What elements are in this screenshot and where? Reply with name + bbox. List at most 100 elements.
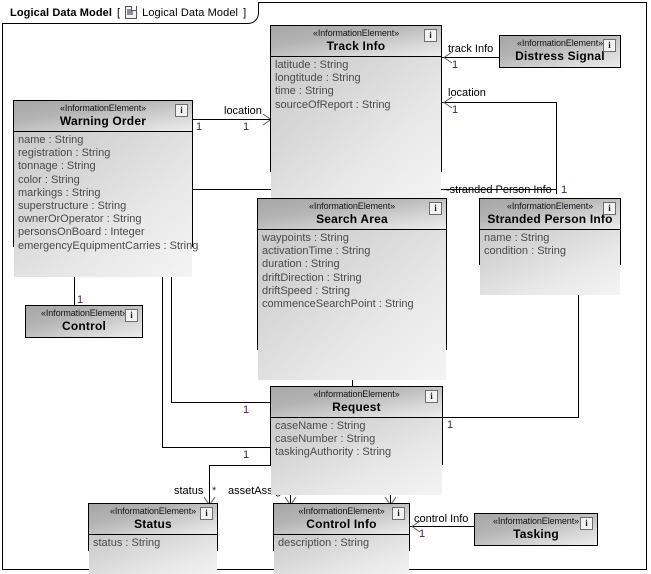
class-control-header: «InformationElement» Control i (26, 306, 142, 337)
class-status-header: «InformationElement» Status i (89, 504, 217, 535)
attribute-row: name : String (484, 232, 550, 244)
attribute-row: ownerOrOperator : String (18, 213, 142, 226)
attribute-row: duration : String (262, 258, 340, 271)
edge-objects-horiz (162, 447, 270, 448)
mult-warning-order-ctrl-tgt: 1 (77, 294, 84, 306)
class-track-info-header: «InformationElement» Track Info i (271, 26, 441, 57)
mult-request-right-one: 1 (447, 419, 454, 431)
edge-control-info-tasking (410, 526, 474, 527)
attribute-row: emergencyEquipmentCarries : String (18, 239, 199, 252)
class-warning-order[interactable]: «InformationElement» Warning Order i nam… (13, 100, 198, 277)
class-track-info-attributes: latitude : String longtitude : String ti… (271, 57, 441, 202)
class-control-info-attributes: description : String (274, 535, 409, 574)
class-track-info-name: Track Info (326, 39, 386, 53)
class-search-area-attributes: waypoints : String activationTime : Stri… (258, 230, 446, 380)
class-control-stereotype: «InformationElement» (40, 308, 128, 318)
info-icon[interactable]: i (125, 309, 138, 322)
mult-warning-order-location-src: 1 (196, 121, 203, 133)
attribute-row: driftSpeed : String (262, 284, 351, 297)
info-icon[interactable]: i (580, 517, 593, 530)
attribute-row: activationTime : String (262, 245, 371, 258)
class-distress-signal-header: «InformationElement» Distress Signal i (500, 36, 620, 67)
class-tasking[interactable]: «InformationElement» Tasking i (474, 513, 598, 546)
attribute-row: condition : String (484, 245, 566, 258)
class-status-attributes: status : String (89, 535, 217, 574)
class-request[interactable]: «InformationElement» Request i caseName … (270, 386, 443, 495)
info-icon[interactable]: i (424, 29, 437, 42)
mult-request-left-one: 1 (243, 404, 250, 416)
label-track-info: track Info (448, 43, 494, 55)
attribute-row: latitude : String (275, 59, 349, 71)
class-request-attributes: caseName : String caseNumber : String ta… (271, 418, 442, 495)
info-icon[interactable]: i (429, 202, 442, 215)
class-search-area[interactable]: «InformationElement» Search Area i waypo… (257, 198, 447, 380)
bracket-open: [ (117, 6, 121, 19)
class-search-area-stereotype: «InformationElement» (308, 201, 396, 211)
class-control-info[interactable]: «InformationElement» Control Info i desc… (273, 503, 410, 574)
edge-person-vert (578, 265, 579, 417)
class-control[interactable]: «InformationElement» Control i (25, 305, 143, 338)
attribute-row: taskingAuthority : String (275, 446, 392, 459)
attribute-row: tonnage : String (18, 160, 96, 173)
class-request-header: «InformationElement» Request i (271, 387, 442, 418)
class-control-info-stereotype: «InformationElement» (298, 506, 385, 516)
edge-status-down (209, 465, 210, 507)
attribute-row: commenceSearchPoint : String (262, 298, 414, 311)
arrow-open-control-info-right (411, 520, 421, 533)
info-icon[interactable]: i (200, 507, 213, 520)
label-location-stranded: location (448, 87, 486, 99)
attribute-row: personsOnBoard : Integer (18, 226, 145, 239)
class-stranded-person-info-attributes: name : String condition : String (480, 230, 620, 295)
attribute-row: sourceOfReport : String (275, 98, 391, 111)
class-control-info-header: «InformationElement» Control Info i (274, 504, 409, 535)
mult-warning-order-location-tgt: 1 (243, 121, 250, 133)
info-icon[interactable]: i (425, 390, 438, 403)
attribute-row: color : String (18, 173, 80, 186)
attribute-row: superstructure : String (18, 200, 127, 213)
class-tasking-stereotype: «InformationElement» (492, 516, 580, 526)
diagram-frame-tab: Logical Data Model [ Logical Data Model … (2, 2, 260, 24)
mult-track-info-tgt: 1 (452, 59, 459, 71)
attribute-row: markings : String (18, 186, 101, 199)
mult-stranded-person-info-tgt: 1 (561, 184, 568, 196)
class-warning-order-name: Warning Order (59, 114, 147, 128)
class-search-area-name: Search Area (316, 212, 388, 226)
edge-objects-vert (162, 248, 163, 447)
class-distress-signal[interactable]: «InformationElement» Distress Signal i (499, 35, 621, 68)
attribute-row: caseNumber : String (275, 433, 376, 446)
class-stranded-person-info-name: Stranded Person Info (487, 212, 613, 226)
diagram-frame-subtitle: Logical Data Model (142, 6, 239, 19)
mult-request-left-one-2: 1 (243, 449, 250, 461)
edge-warning-order-track-info (191, 119, 271, 120)
info-icon[interactable]: i (175, 104, 188, 117)
class-stranded-person-info-header: «InformationElement» Stranded Person Inf… (480, 199, 620, 230)
class-stranded-person-info[interactable]: «InformationElement» Stranded Person Inf… (479, 198, 621, 295)
info-icon[interactable]: i (603, 202, 616, 215)
arrow-open-track-info-right (443, 51, 453, 64)
class-track-info-stereotype: «InformationElement» (312, 28, 400, 38)
attribute-row: status : String (93, 537, 161, 549)
arrow-open-track-info-right-location (443, 96, 453, 109)
attribute-row: registration : String (18, 147, 111, 160)
label-stranded-person-info: -stranded Person Info (446, 184, 552, 196)
edge-person-horiz (443, 417, 579, 418)
class-status-stereotype: «InformationElement» (109, 506, 197, 516)
info-icon[interactable]: i (603, 39, 616, 52)
edge-location-stranded-top (442, 102, 557, 103)
class-search-area-header: «InformationElement» Search Area i (258, 199, 446, 230)
label-location-warning-order: location (224, 105, 262, 117)
edge-track-info-distress-signal (442, 57, 499, 58)
class-tasking-header: «InformationElement» Tasking i (475, 514, 597, 545)
class-warning-order-attributes: name : String registration : String tonn… (14, 132, 199, 277)
label-status: status (174, 485, 204, 497)
info-icon[interactable]: i (392, 507, 405, 520)
edge-stranded-request-drop (171, 189, 172, 402)
attribute-row: description : String (278, 537, 370, 549)
class-status[interactable]: «InformationElement» Status i status : S… (88, 503, 218, 574)
class-control-name: Control (61, 319, 107, 333)
label-control-info: control Info (414, 513, 469, 525)
class-track-info[interactable]: «InformationElement» Track Info i latitu… (270, 25, 442, 202)
attribute-row: driftDirection : String (262, 271, 362, 284)
edge-status-to-request (209, 465, 291, 466)
